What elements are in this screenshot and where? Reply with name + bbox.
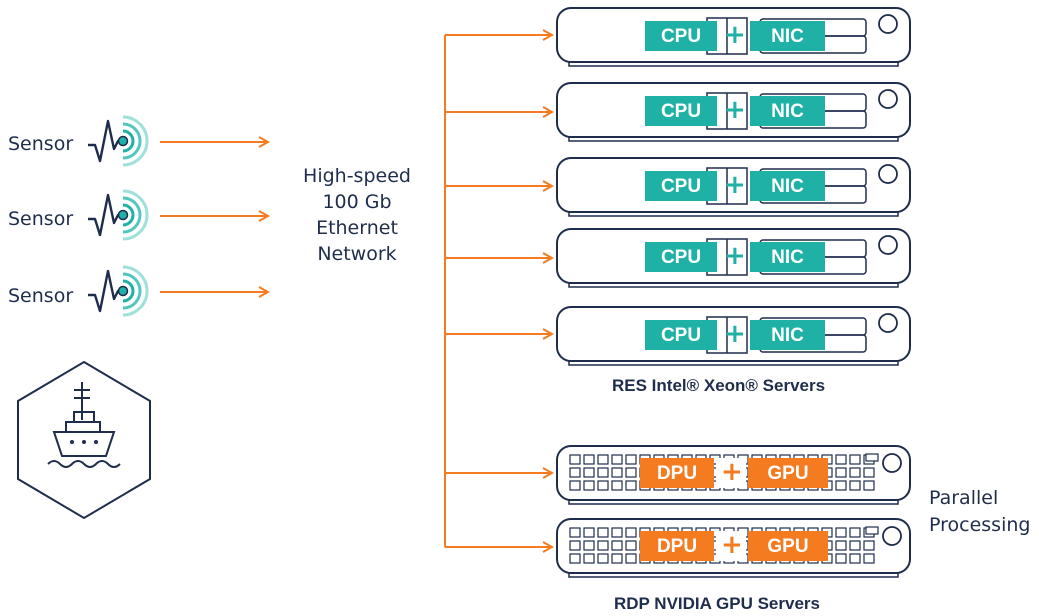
network-label-line: Ethernet bbox=[316, 217, 398, 239]
chip-label: CPU bbox=[660, 176, 702, 197]
cpu-server-unit bbox=[556, 228, 911, 288]
network-label-line: Network bbox=[317, 243, 397, 265]
plus-icon: + bbox=[724, 170, 746, 200]
plus-icon: + bbox=[721, 457, 743, 487]
parallel-processing-label: Parallel Processing bbox=[929, 485, 1030, 539]
plus-icon: + bbox=[721, 530, 743, 560]
ship-icon bbox=[17, 360, 151, 520]
chip-label: DPU bbox=[656, 463, 698, 484]
plus-icon: + bbox=[724, 20, 746, 50]
chip-label: CPU bbox=[660, 26, 702, 47]
sensor-signal-icon bbox=[88, 189, 149, 241]
plus-icon: + bbox=[724, 319, 746, 349]
gpu-server-unit bbox=[556, 445, 911, 505]
cpu-server-unit bbox=[556, 82, 911, 142]
cpu-server-unit bbox=[556, 7, 911, 67]
plus-icon: + bbox=[724, 95, 746, 125]
gpu-servers-title: RDP NVIDIA GPU Servers bbox=[614, 594, 820, 613]
side-label-line: Parallel bbox=[929, 487, 999, 509]
side-label-line: Processing bbox=[929, 514, 1031, 536]
chip-label: DPU bbox=[656, 536, 698, 557]
chip-label: NIC bbox=[771, 325, 804, 346]
chip-label: CPU bbox=[660, 325, 702, 346]
plus-icon: + bbox=[724, 241, 746, 271]
gpu-server-unit bbox=[556, 518, 911, 578]
sensor-label: Sensor bbox=[8, 285, 74, 307]
network-label-line: 100 Gb bbox=[322, 191, 392, 213]
chip-label: NIC bbox=[771, 247, 804, 268]
cpu-servers-title: RES Intel® Xeon® Servers bbox=[612, 376, 826, 395]
sensor-signal-icon bbox=[88, 115, 149, 167]
sensor-label: Sensor bbox=[8, 133, 74, 155]
chip-label: NIC bbox=[771, 176, 804, 197]
cpu-server-unit bbox=[556, 157, 911, 217]
sensor-signal-icon bbox=[88, 265, 149, 317]
chip-label: CPU bbox=[660, 101, 702, 122]
chip-label: NIC bbox=[771, 26, 804, 47]
network-label: High-speed 100 Gb Ethernet Network bbox=[282, 163, 432, 267]
chip-label: CPU bbox=[660, 247, 702, 268]
sensor-label: Sensor bbox=[8, 208, 74, 230]
chip-label: GPU bbox=[767, 536, 809, 557]
chip-label: NIC bbox=[771, 101, 804, 122]
cpu-server-unit bbox=[556, 306, 911, 366]
chip-label: GPU bbox=[767, 463, 809, 484]
network-label-line: High-speed bbox=[303, 165, 411, 187]
